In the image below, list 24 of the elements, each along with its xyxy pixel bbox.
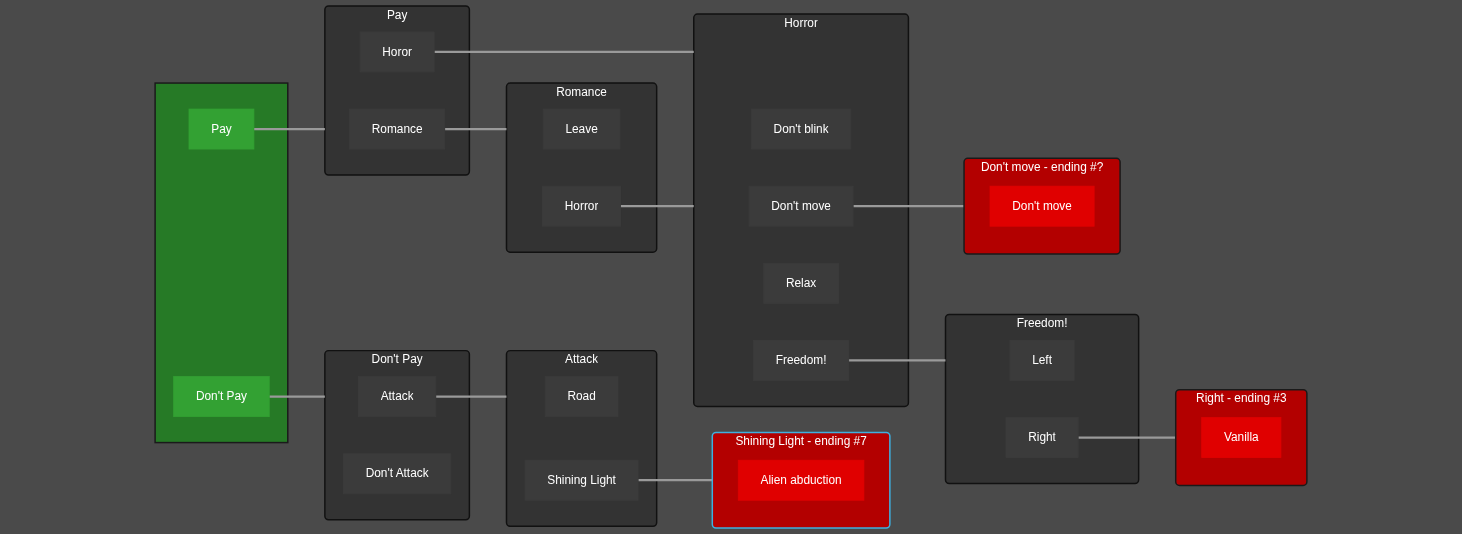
connector bbox=[853, 205, 965, 208]
node-box: Horor bbox=[359, 31, 435, 73]
connector bbox=[620, 205, 694, 208]
node-box: Alien abduction bbox=[737, 459, 865, 501]
node-box: Right bbox=[1005, 417, 1079, 458]
connector bbox=[1078, 436, 1176, 439]
node-box: Freedom! bbox=[753, 340, 850, 381]
connector bbox=[253, 127, 325, 131]
node-box: Horror bbox=[542, 185, 621, 227]
node-box: Shining Light bbox=[524, 459, 639, 501]
node-box: Don't move bbox=[748, 185, 854, 227]
node-box: Attack bbox=[358, 376, 437, 417]
node-box: Don't Pay bbox=[173, 376, 270, 417]
node-box: Don't move bbox=[989, 185, 1095, 227]
connector bbox=[444, 127, 507, 131]
node-box: Vanilla bbox=[1201, 417, 1282, 458]
connector bbox=[638, 479, 713, 482]
connector bbox=[848, 359, 946, 362]
node-box: Romance bbox=[349, 108, 446, 150]
connector bbox=[435, 395, 507, 398]
cluster bbox=[154, 82, 289, 444]
connector bbox=[434, 50, 694, 54]
node-box: Pay bbox=[188, 108, 255, 150]
connector bbox=[269, 395, 325, 398]
